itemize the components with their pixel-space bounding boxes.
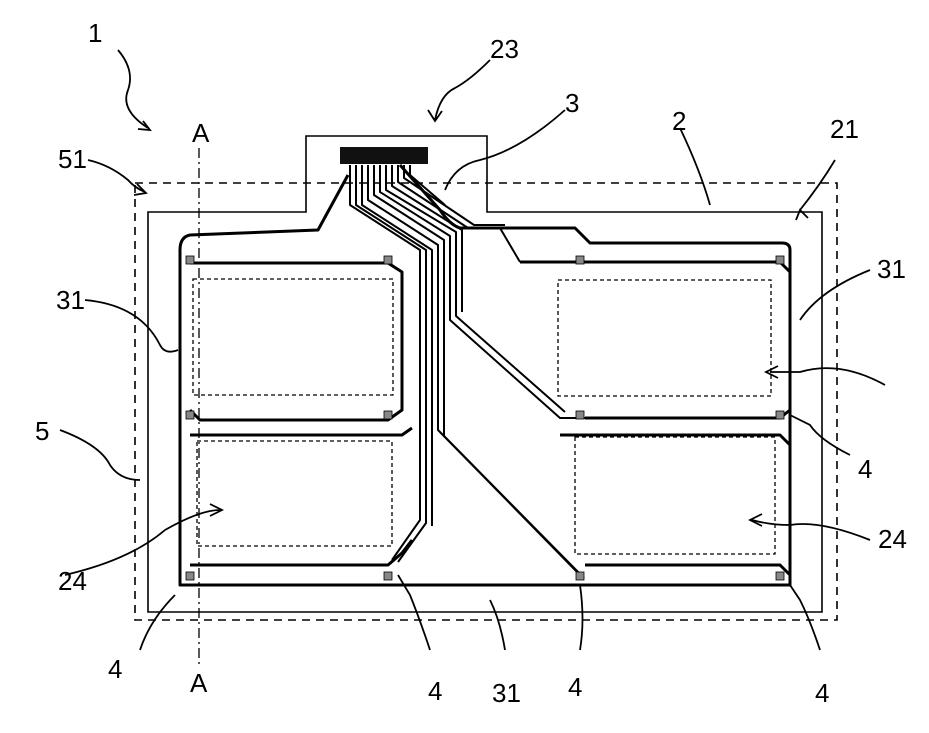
label-3: 3 bbox=[565, 88, 579, 118]
left-frame bbox=[190, 263, 412, 565]
label-2: 2 bbox=[672, 106, 686, 136]
label-24-left: 24 bbox=[58, 566, 87, 596]
cell-top-right bbox=[558, 280, 771, 396]
label-24-right: 24 bbox=[878, 524, 907, 554]
label-5: 5 bbox=[35, 416, 49, 446]
label-4-bottom-mid: 4 bbox=[428, 676, 442, 706]
label-1: 1 bbox=[88, 18, 102, 48]
label-31-bottom: 31 bbox=[492, 678, 521, 708]
label-4-bottom-left: 4 bbox=[108, 654, 122, 684]
label-4-right-mid: 4 bbox=[858, 454, 872, 484]
label-31-right: 31 bbox=[877, 254, 906, 284]
label-4-bottom-center: 4 bbox=[568, 672, 582, 702]
label-31-left: 31 bbox=[56, 285, 85, 315]
label-a-top: A bbox=[192, 118, 210, 148]
cell-bottom-left bbox=[197, 441, 392, 546]
substrate-outline bbox=[148, 136, 822, 612]
leader-lines bbox=[60, 50, 885, 650]
label-21: 21 bbox=[830, 114, 859, 144]
label-4-bottom-right: 4 bbox=[815, 678, 829, 708]
cell-bottom-right bbox=[575, 437, 775, 554]
label-51: 51 bbox=[58, 144, 87, 174]
cell-top-left bbox=[193, 279, 393, 395]
connector-block bbox=[340, 147, 428, 164]
label-a-bottom: A bbox=[190, 668, 208, 698]
label-23: 23 bbox=[490, 34, 519, 64]
